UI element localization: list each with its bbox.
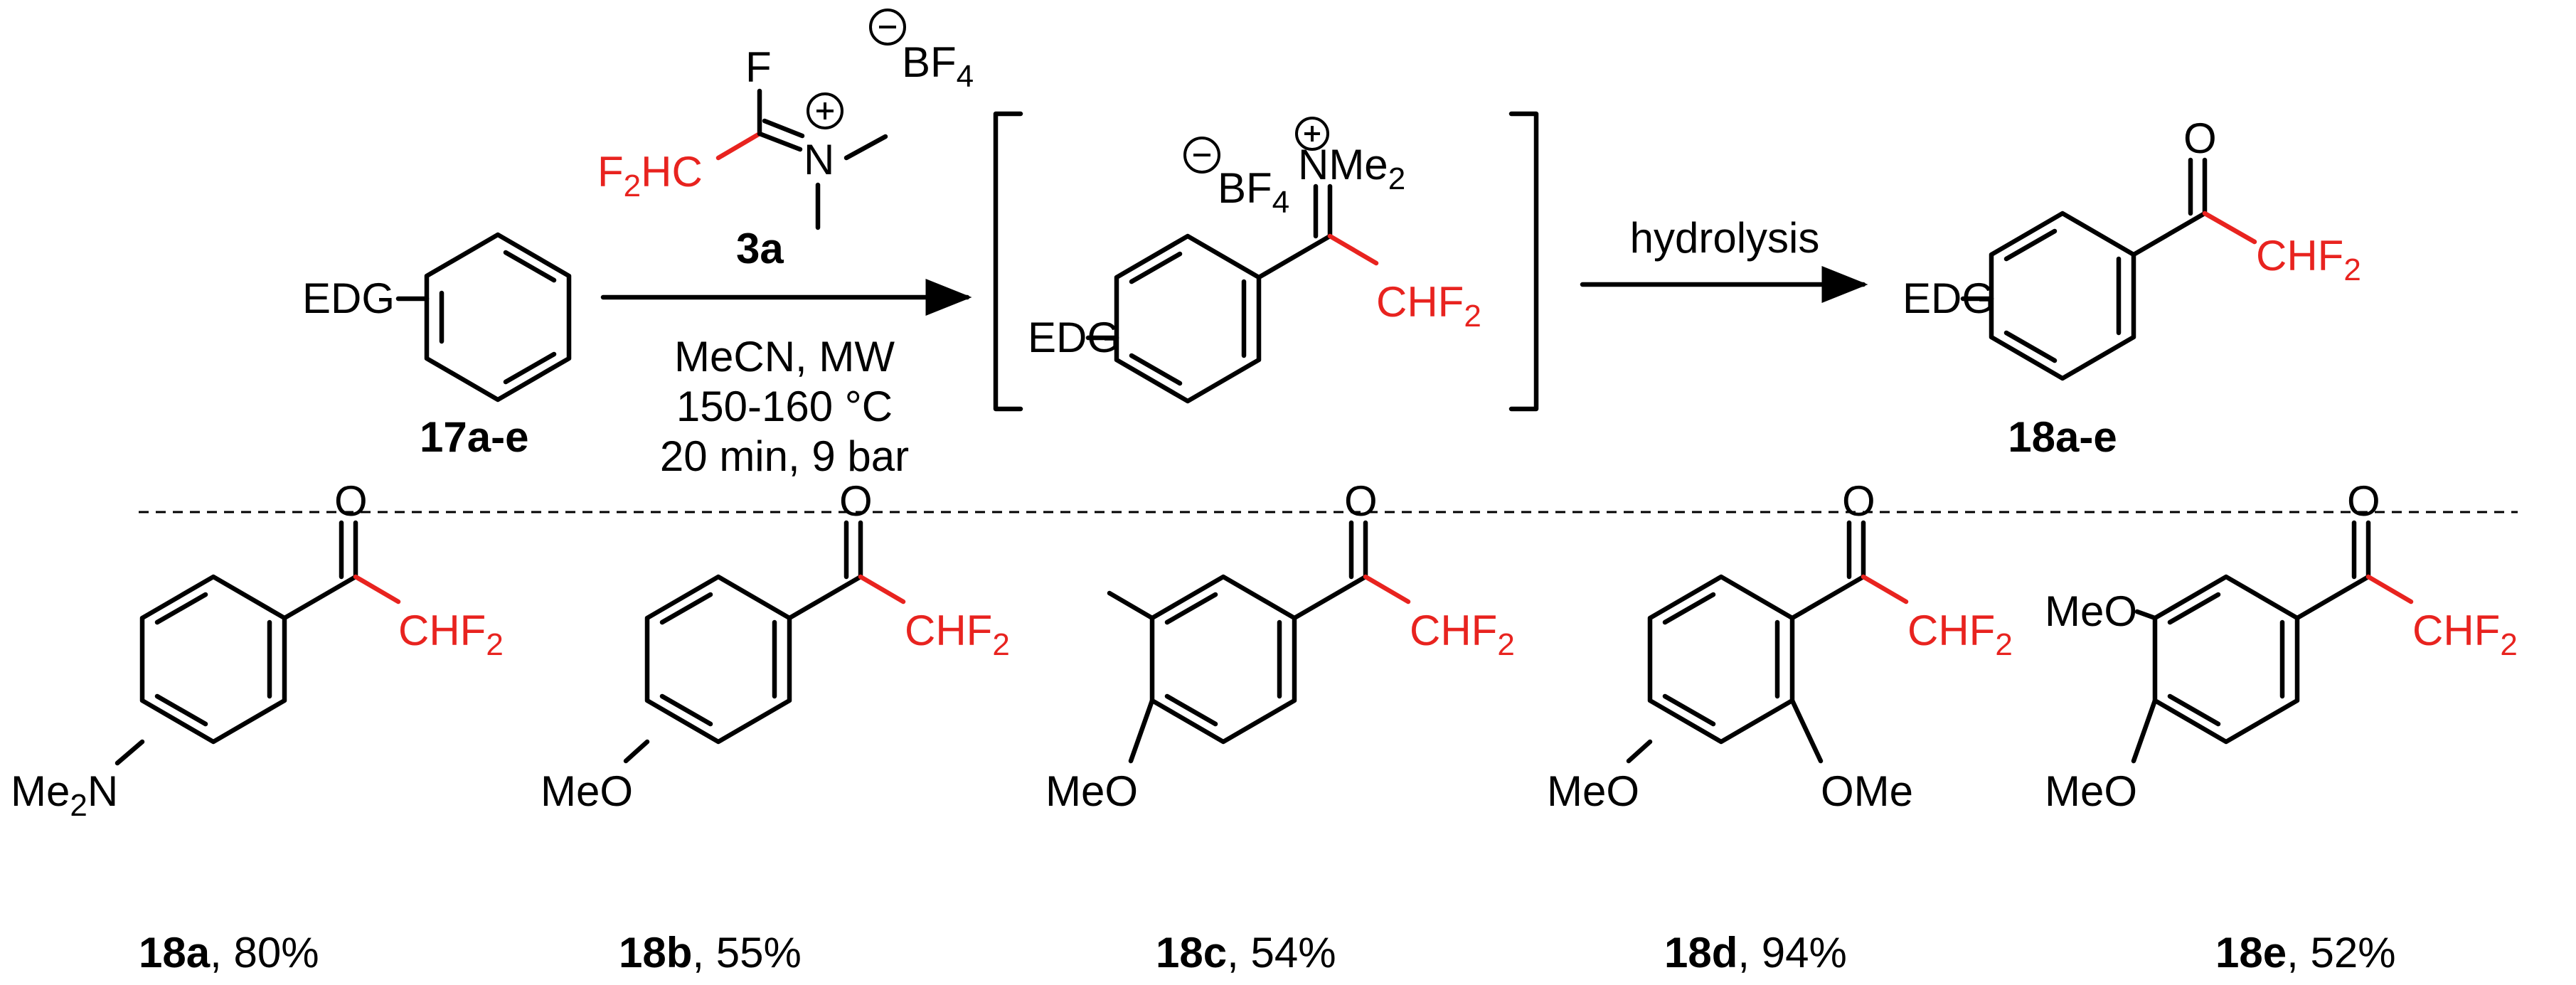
example-cf2h: CHF2 [1907, 607, 2013, 662]
example-oxygen: O [2347, 477, 2380, 525]
example-label: 18b, 55% [619, 929, 802, 976]
example-cf2h: CHF2 [398, 607, 504, 662]
example-oxygen: O [1344, 477, 1378, 525]
plus-charge-icon [1295, 117, 1329, 151]
minus-charge-icon [869, 9, 906, 46]
example-18d: MeO OMe O CHF2 18d, 94% [1547, 477, 2013, 976]
product-ring [1989, 211, 2136, 381]
example-ring [644, 574, 792, 745]
product-edg: EDG [1902, 275, 1995, 322]
substrate-id: 17a-e [420, 413, 528, 461]
example-cf2h: CHF2 [1410, 607, 1515, 662]
nitrogen-label: N [804, 136, 834, 183]
condition-line-1: MeCN, MW [674, 333, 895, 380]
example-ring [139, 574, 287, 745]
methoxy-group: MeO [541, 767, 633, 815]
substrate-17: EDG 17a-e [302, 232, 572, 461]
cf2h-bond [715, 131, 762, 161]
product-18: EDG O CHF2 18a-e [1902, 115, 2361, 461]
methoxy-para: MeO [1547, 767, 1639, 815]
example-18a: Me2N O CHF2 18a, 80% [11, 477, 504, 976]
n-methyl-bond [843, 134, 888, 161]
left-bracket [993, 111, 1023, 412]
methoxy-group: MeO [1045, 767, 1138, 815]
example-18c: MeO O CHF2 18c, 54% [1045, 477, 1515, 976]
example-label: 18a, 80% [139, 929, 319, 976]
reagent-3a: F F2HC N BF4 3a [597, 9, 974, 272]
example-label: 18c, 54% [1156, 929, 1336, 976]
condition-line-2: 150-160 °C [676, 383, 893, 430]
example-oxygen: O [1842, 477, 1875, 525]
iminium-intermediate: EDG NMe2 CHF2 BF4 [993, 111, 1539, 412]
methoxy-meta: MeO [2045, 587, 2137, 635]
example-cf2h: CHF2 [905, 607, 1010, 662]
example-label: 18d, 94% [1664, 929, 1847, 976]
intermediate-ring [1114, 233, 1262, 404]
right-bracket [1508, 111, 1539, 412]
product-cf2h: CHF2 [2256, 232, 2361, 287]
condition-line-3: 20 min, 9 bar [660, 432, 909, 480]
intermediate-edg: EDG [1028, 314, 1120, 361]
example-18b: MeO O CHF2 18b, 55% [541, 477, 1010, 976]
methyl-bond [1107, 590, 1155, 621]
reaction-conditions: MeCN, MW 150-160 °C 20 min, 9 bar [660, 333, 909, 480]
intermediate-cf2h: CHF2 [1376, 278, 1481, 334]
example-ring [2152, 574, 2300, 745]
methoxy-ortho: OMe [1821, 767, 1913, 815]
example-18e: MeO MeO O CHF2 18e, 52% [2045, 477, 2518, 976]
product-oxygen: O [2183, 115, 2217, 162]
methoxy-para: MeO [2045, 767, 2137, 815]
intermediate-counterion: BF4 [1218, 164, 1289, 220]
reagent-id: 3a [736, 225, 784, 272]
example-ring [1647, 574, 1795, 745]
nme2-group: Me2N [11, 767, 118, 823]
example-label: 18e, 52% [2215, 929, 2396, 976]
substrate-ring [424, 232, 572, 403]
edg-label: EDG [302, 275, 395, 322]
minus-charge-icon [1183, 137, 1220, 174]
product-id: 18a-e [2008, 413, 2117, 461]
fluorine-label: F [745, 43, 772, 91]
counterion-bf4: BF4 [902, 38, 974, 94]
plus-charge-icon [807, 92, 843, 129]
reagent-cf2h: F2HC [597, 148, 703, 203]
hydrolysis-label: hydrolysis [1630, 214, 1820, 262]
example-ring [1149, 574, 1297, 745]
example-oxygen: O [334, 477, 368, 525]
example-oxygen: O [839, 477, 873, 525]
example-cf2h: CHF2 [2412, 607, 2518, 662]
